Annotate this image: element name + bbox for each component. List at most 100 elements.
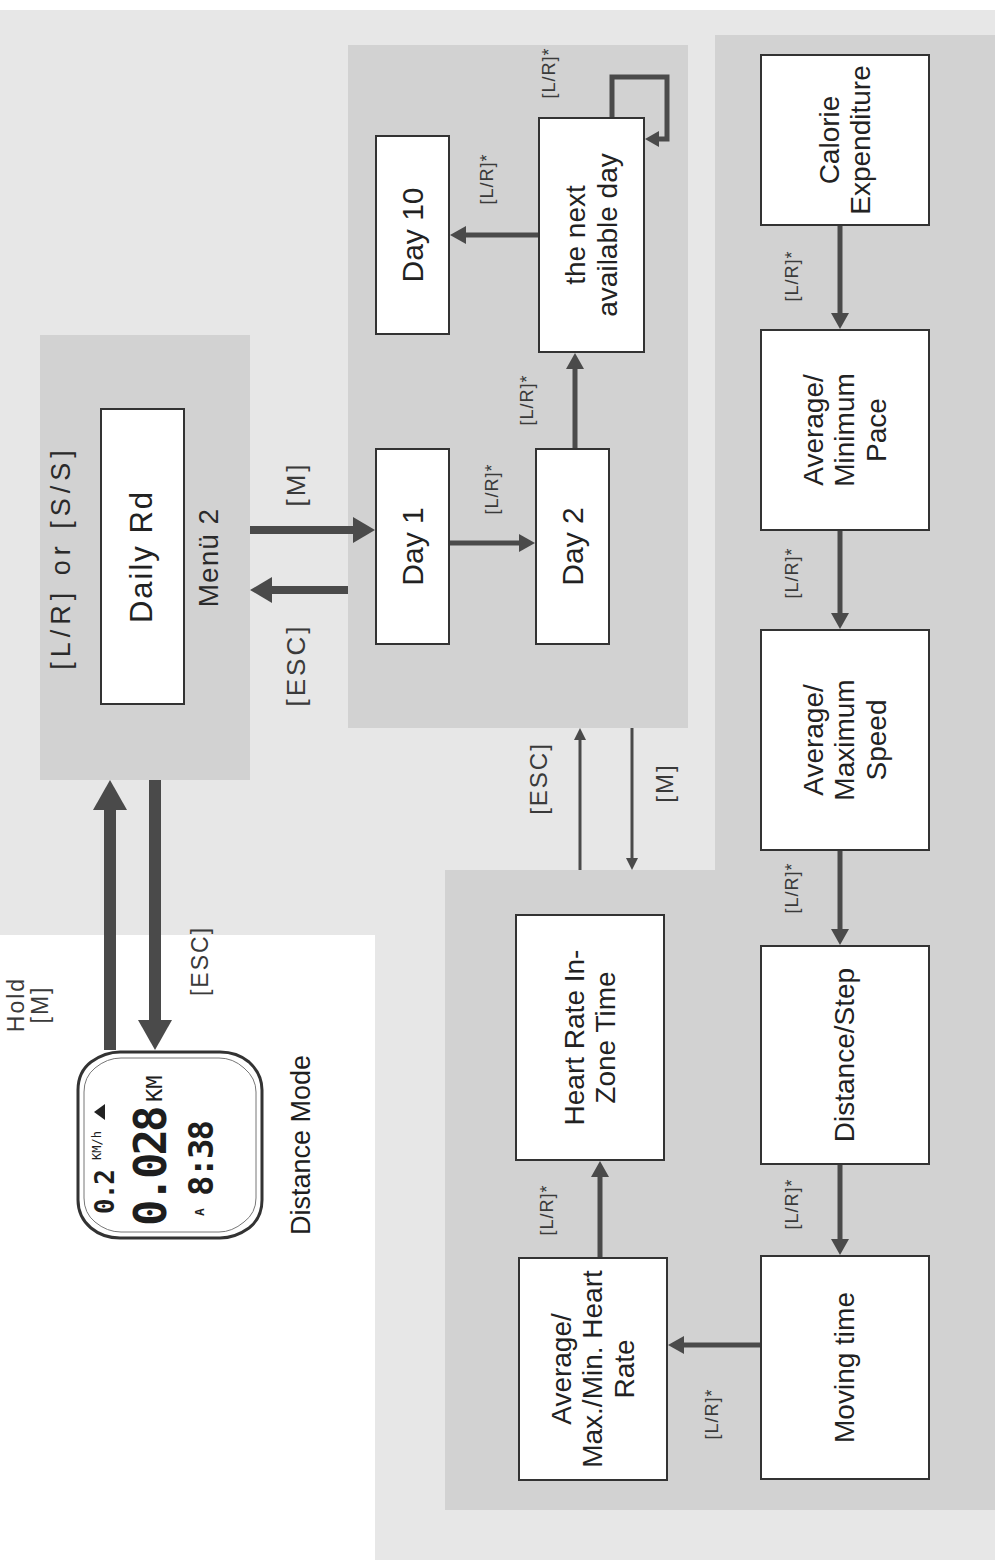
text-holder: [L/R]*: [540, 38, 559, 108]
arrow-head: [591, 1161, 609, 1177]
text-holder: 0.2: [91, 1170, 120, 1214]
arrow-line: [683, 1343, 760, 1348]
arrow-head: [831, 1239, 849, 1255]
arrow-line: [104, 809, 116, 1050]
text-holder: Distance Mode: [287, 1028, 317, 1262]
key-label: [L/R]*: [783, 854, 802, 922]
arrow-head: [250, 577, 272, 603]
key-label: [L/R]*: [783, 242, 802, 310]
text-holder: 8:38: [183, 1122, 220, 1196]
arrow-line: [631, 728, 634, 859]
flow-arrow: [450, 534, 535, 552]
key-label: Hold [M]: [4, 957, 52, 1052]
box-label: Daily Rd: [125, 490, 160, 623]
display-value: 0.028: [127, 1109, 175, 1226]
watch-node: 0.2KM/h0.028KMA8:38Distance Mode: [75, 1050, 265, 1240]
text-holder: [M]: [652, 749, 677, 817]
text-holder: [L/R]*: [478, 146, 497, 212]
arrow-line: [838, 1165, 843, 1240]
flow-arrow: [612, 77, 667, 147]
arrow-line: [612, 77, 667, 139]
box-label: Day 2: [556, 507, 590, 585]
box-label: Moving time: [829, 1292, 860, 1443]
process-box: Average/ Max./Min. Heart Rate: [518, 1257, 668, 1481]
arrow-head: [519, 534, 535, 552]
watch-case: [78, 1052, 262, 1238]
process-box: Day 2: [535, 448, 610, 645]
arrow-head: [138, 1020, 172, 1050]
menu-panel: [L/R] or [S/S] Menü 2 Daily Rd: [40, 335, 250, 780]
box-label: Distance/Step: [829, 968, 860, 1142]
box-label: Day 10: [396, 187, 430, 282]
flow-arrow: [450, 226, 538, 244]
panel-label: [L/R] or [S/S]: [46, 335, 77, 780]
arrow-line: [250, 526, 354, 534]
flow-arrow: [668, 1336, 760, 1354]
text-holder: [L/R]*: [783, 539, 802, 607]
box-label: Average/ Max./Min. Heart Rate: [546, 1267, 640, 1471]
text-holder: KM: [143, 1076, 167, 1103]
stats-panel-fill: [445, 35, 995, 1510]
arrow-head: [93, 780, 127, 810]
process-box: Calorie Expenditure: [760, 54, 930, 226]
process-box: the next available day: [538, 117, 645, 353]
arrow-head: [574, 728, 586, 740]
key-label: [L/R]*: [518, 365, 537, 435]
key-label: [ESC]: [526, 730, 551, 827]
key-label: [L/R]*: [538, 1174, 557, 1246]
arrow-line: [838, 226, 843, 314]
key-label: [ESC]: [283, 615, 310, 715]
flow-arrow: [566, 353, 584, 448]
flow-arrow: [93, 780, 127, 1050]
flow-arrow: [250, 517, 375, 543]
arrow-line: [579, 739, 582, 870]
arrow-line: [271, 586, 348, 594]
arrow-head: [831, 929, 849, 945]
flow-arrow: [831, 226, 849, 329]
text-holder: [M]: [283, 453, 310, 515]
process-box: Average/ Maximum Speed: [760, 629, 930, 851]
arrow-head: [668, 1336, 684, 1354]
display-value: KM: [143, 1076, 167, 1103]
light-ground: [0, 10, 995, 1560]
text-holder: [L/R]*: [703, 1378, 722, 1450]
box-label: the next available day: [560, 131, 623, 339]
arrow-line: [450, 541, 520, 546]
process-box: Average/ Minimum Pace: [760, 329, 930, 531]
text-holder: [L/R]*: [783, 242, 802, 310]
text-holder: [ESC]: [283, 615, 310, 715]
process-box: Distance/Step: [760, 945, 930, 1165]
key-label: [M]: [652, 749, 677, 817]
box-label: Average/ Maximum Speed: [798, 639, 892, 841]
flow-arrow: [591, 1161, 609, 1257]
text-holder: 0.028: [127, 1109, 175, 1226]
box-label: Average/ Minimum Pace: [798, 339, 892, 521]
process-box: Day 10: [375, 135, 450, 335]
key-label: [ESC]: [188, 915, 212, 1007]
flow-arrow: [831, 1165, 849, 1255]
flow-arrow: [626, 728, 638, 870]
arrow-head: [450, 226, 466, 244]
flow-arrow: [831, 531, 849, 629]
text-holder: [L/R]*: [518, 365, 537, 435]
flow-arrow: [831, 851, 849, 945]
display-value: A: [193, 1208, 207, 1216]
key-label: [L/R]*: [540, 38, 559, 108]
arrow-head: [831, 613, 849, 629]
arrow-line: [573, 368, 578, 448]
text-holder: [L/R]*: [483, 456, 502, 522]
arrow-line: [598, 1176, 603, 1257]
text-holder: [L/R]*: [783, 854, 802, 922]
panel-label: Menü 2: [193, 335, 225, 780]
arrow-head: [626, 858, 638, 870]
text-holder: Menü 2: [193, 335, 225, 780]
mode-name: Distance Mode: [287, 1028, 317, 1262]
text-holder: KM/h: [91, 1131, 104, 1160]
key-label: [L/R]*: [783, 539, 802, 607]
speed-trend-icon: [94, 1104, 105, 1120]
box-label: Day 1: [396, 507, 430, 585]
arrow-line: [149, 780, 161, 1021]
text-holder: [L/R]*: [783, 1170, 802, 1238]
arrow-line: [838, 851, 843, 930]
